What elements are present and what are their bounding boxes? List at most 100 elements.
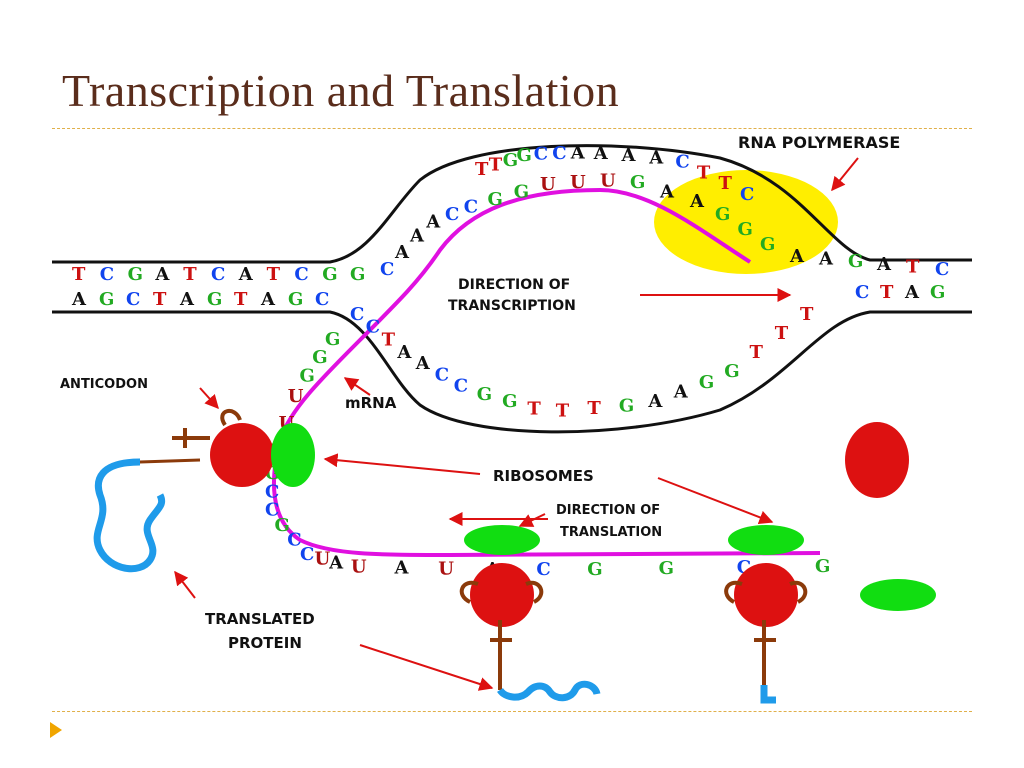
nucleotide-base: G xyxy=(350,264,365,285)
nucleotide-base: A xyxy=(238,264,254,285)
label-translated-protein-2: PROTEIN xyxy=(228,634,302,652)
nucleotide-base: T xyxy=(489,154,503,175)
nucleotide-base: C xyxy=(366,317,380,338)
nucleotide-base: G xyxy=(724,361,739,382)
nucleotide-base: G xyxy=(207,289,222,310)
nucleotide-base: C xyxy=(454,375,468,396)
nucleotide-base: T xyxy=(697,163,711,184)
nucleotide-base: C xyxy=(265,481,279,502)
label-anticodon: ANTICODON xyxy=(60,377,148,392)
free-large-subunit xyxy=(845,422,909,498)
nucleotide-base: U xyxy=(600,170,616,191)
nucleotide-base: C xyxy=(435,364,449,385)
nucleotide-base: A xyxy=(904,282,920,303)
nucleotide-base: T xyxy=(906,256,920,277)
nucleotide-base: C xyxy=(534,144,548,165)
nucleotide-base: U xyxy=(438,559,454,580)
nucleotide-base: A xyxy=(154,264,170,285)
mrna-line xyxy=(272,187,821,558)
nucleotide-base: G xyxy=(312,347,327,368)
nucleotide-base: A xyxy=(876,254,892,275)
nucleotide-base: A xyxy=(789,246,805,267)
nucleotide-base: C xyxy=(315,289,329,310)
nucleotide-base: T xyxy=(153,289,167,310)
nucleotide-base: U xyxy=(570,172,586,193)
nucleotide-base: C xyxy=(536,559,550,580)
title-divider xyxy=(52,128,972,129)
nucleotide-base: G xyxy=(322,264,337,285)
nucleotide-base: A xyxy=(593,143,609,164)
nucleotide-base: A xyxy=(818,249,834,270)
nucleotide-base: C xyxy=(100,264,114,285)
nucleotide-base: C xyxy=(294,264,308,285)
nucleotide-base: A xyxy=(71,289,87,310)
nucleotide-base: T xyxy=(556,401,570,422)
protein-coil-mid xyxy=(497,680,601,702)
nucleotide-base: C xyxy=(552,143,566,164)
nucleotide-base: U xyxy=(540,174,556,195)
nucleotide-base: T xyxy=(775,323,789,344)
nucleotide-base: G xyxy=(477,384,492,405)
bullet-icon xyxy=(50,722,62,738)
nucleotide-base: A xyxy=(394,557,410,578)
nucleotide-base: A xyxy=(570,142,586,163)
nucleotide-base: G xyxy=(738,219,753,240)
nucleotide-base: A xyxy=(647,391,663,412)
nucleotide-base: T xyxy=(880,282,894,303)
nucleotide-base: G xyxy=(99,289,114,310)
nucleotide-base: U xyxy=(351,556,367,577)
nucleotide-base: T xyxy=(267,264,281,285)
nucleotide-base: T xyxy=(800,304,814,325)
nucleotide-base: A xyxy=(260,289,276,310)
nucleotide-base: G xyxy=(630,172,645,193)
nucleotide-base: G xyxy=(587,559,602,580)
nucleotide-base: A xyxy=(179,289,195,310)
label-mrna: mRNA xyxy=(345,394,397,412)
label-direction-transcription-1: DIRECTION OF xyxy=(458,277,570,293)
nucleotide-base: G xyxy=(325,329,340,350)
nucleotide-base: C xyxy=(464,197,478,218)
label-direction-translation-2: TRANSLATION xyxy=(560,525,662,540)
nucleotide-base: T xyxy=(719,173,733,194)
nucleotide-base: A xyxy=(394,242,410,263)
nucleotide-base: G xyxy=(930,282,945,303)
nucleotide-base: G xyxy=(760,234,775,255)
label-ribosomes: RIBOSOMES xyxy=(493,467,594,485)
nucleotide-base: C xyxy=(855,282,869,303)
nucleotide-base: T xyxy=(750,342,764,363)
nucleotide-base: T xyxy=(382,329,396,350)
nucleotide-base: G xyxy=(488,189,503,210)
nucleotide-base: U xyxy=(288,386,304,407)
nucleotide-base: A xyxy=(659,182,675,203)
label-rna-polymerase: RNA POLYMERASE xyxy=(738,133,900,152)
annotation-arrows xyxy=(174,157,859,691)
nucleotide-base: C xyxy=(350,304,364,325)
nucleotide-base: T xyxy=(475,159,489,180)
nucleotide-base: A xyxy=(409,225,425,246)
ribosome-2 xyxy=(459,525,544,690)
label-translated-protein-1: TRANSLATED xyxy=(205,610,315,628)
nucleotide-base: A xyxy=(425,212,441,233)
nucleotide-base: G xyxy=(715,204,730,225)
nucleotide-base: G xyxy=(659,558,674,579)
nucleotide-base: A xyxy=(328,553,344,574)
nucleotide-base: T xyxy=(234,289,248,310)
nucleotide-base: G xyxy=(288,289,303,310)
protein-coil-left xyxy=(93,458,166,573)
nucleotide-base: G xyxy=(699,372,714,393)
protein-coil-right xyxy=(760,685,776,704)
nucleotide-base: C xyxy=(265,500,279,521)
nucleotide-base: G xyxy=(128,264,143,285)
nucleotide-base: C xyxy=(445,204,459,225)
label-direction-translation-1: DIRECTION OF xyxy=(556,503,660,518)
nucleotide-base: U xyxy=(315,548,331,569)
dna-strands xyxy=(52,144,972,434)
nucleotide-base: G xyxy=(619,396,634,417)
nucleotide-base: G xyxy=(503,150,518,171)
